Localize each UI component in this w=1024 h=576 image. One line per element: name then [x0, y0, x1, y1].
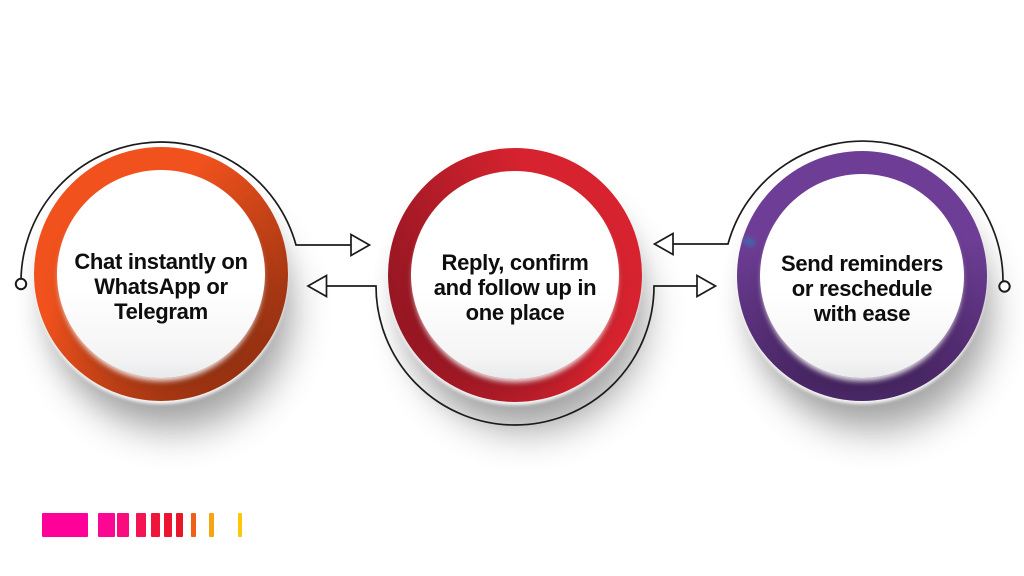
label-line: one place [465, 299, 565, 325]
label-line: Chat instantly on [74, 248, 248, 274]
footer-bar-decoration [0, 513, 1024, 537]
bar-segment [98, 513, 115, 537]
label-line: Send reminders [780, 250, 944, 276]
bar-segment [176, 513, 183, 537]
step-disc: Chat instantly on WhatsApp or Telegram [57, 170, 265, 378]
step-circle-reply: Reply, confirm and follow up in one plac… [388, 148, 642, 402]
step-label: Chat instantly on WhatsApp or Telegram [57, 249, 265, 324]
label-line: and follow up in [433, 274, 597, 300]
label-line: Telegram [114, 298, 208, 324]
bar-segment [191, 513, 196, 537]
step-label: Send reminders or reschedule with ease [760, 251, 964, 326]
bar-segment [136, 513, 146, 537]
arrow-left-icon [652, 232, 674, 256]
bar-segment [117, 513, 129, 537]
arrow-left-icon [306, 274, 328, 298]
bar-segment [209, 513, 214, 537]
arrow-right-icon [696, 274, 718, 298]
label-line: or reschedule [791, 275, 933, 301]
label-line: Reply, confirm [441, 249, 589, 275]
step-circle-chat: Chat instantly on WhatsApp or Telegram [34, 147, 288, 401]
terminal-dot-right [998, 280, 1011, 293]
step-disc: Send reminders or reschedule with ease [760, 174, 964, 378]
bar-segment [151, 513, 160, 537]
step-circle-reminders: Send reminders or reschedule with ease [737, 151, 987, 401]
arrow-right-icon [350, 233, 372, 257]
step-disc: Reply, confirm and follow up in one plac… [411, 171, 619, 379]
bar-segment [238, 513, 242, 537]
step-label: Reply, confirm and follow up in one plac… [411, 250, 619, 325]
label-line: with ease [813, 300, 911, 326]
bar-segment [42, 513, 88, 537]
label-line: WhatsApp or [94, 273, 228, 299]
terminal-dot-left [14, 277, 28, 291]
bar-segment [164, 513, 172, 537]
